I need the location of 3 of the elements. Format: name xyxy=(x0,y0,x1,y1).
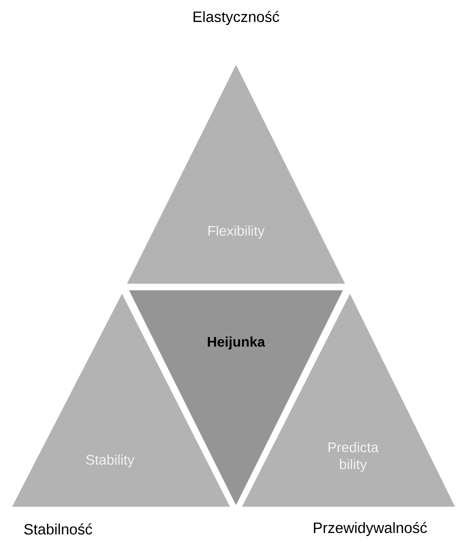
corner-label: Stabilność xyxy=(24,523,92,535)
corner-label: Przewidywalność xyxy=(314,522,427,536)
corner-label: Elastyczność xyxy=(194,10,280,26)
